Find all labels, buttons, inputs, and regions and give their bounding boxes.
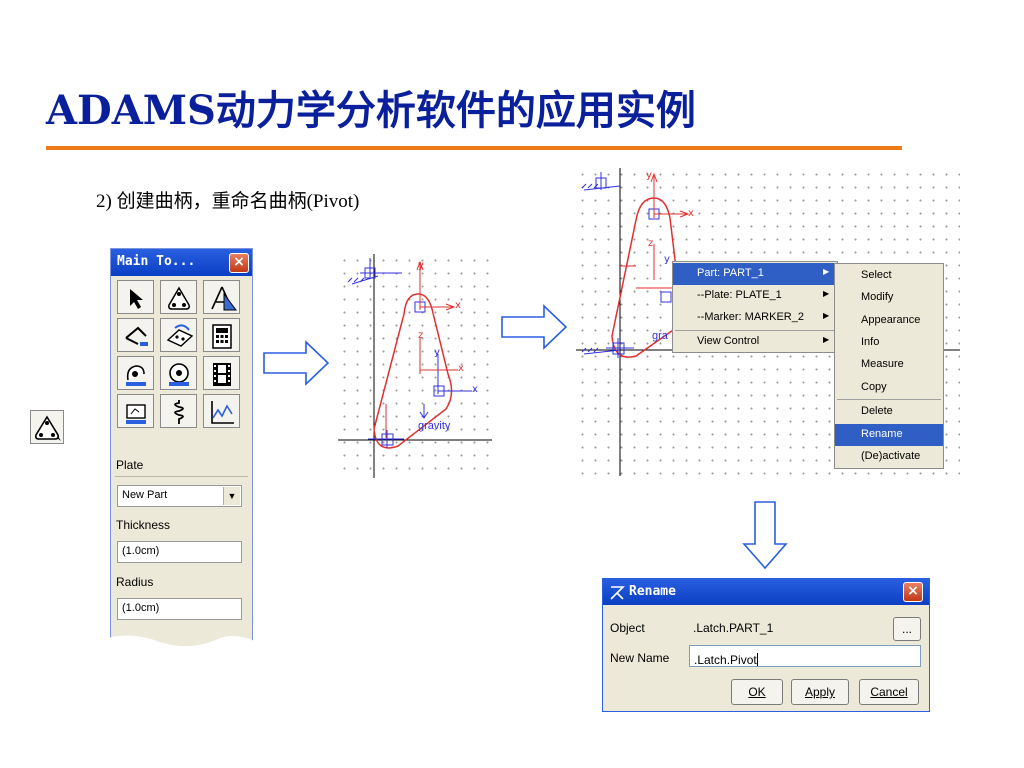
z-axis-label: z (648, 238, 654, 249)
y-axis-label: y (434, 347, 440, 358)
calculator-icon (212, 324, 232, 349)
menu-item-delete[interactable]: Delete (861, 405, 893, 417)
y-axis-label: y (664, 254, 670, 265)
part-select-value: New Part (122, 489, 168, 501)
apply-button[interactable]: Apply (791, 679, 849, 705)
menu-item-rename[interactable]: Rename (835, 424, 943, 446)
thickness-label: Thickness (116, 518, 171, 532)
force-tool-button[interactable] (117, 356, 154, 390)
z-axis-label: z (418, 330, 424, 341)
toolbox-title: Main To... (117, 254, 196, 269)
toolbox-titlebar[interactable]: Main To... × (111, 249, 252, 276)
rename-titlebar[interactable]: Rename × (603, 579, 929, 605)
menu-item-part[interactable]: Part: PART_1 ▶ (673, 263, 837, 285)
calculator-tool-button[interactable] (203, 318, 240, 352)
menu-item-plate[interactable]: --Plate: PLATE_1 ▶ (697, 289, 830, 301)
y-axis-label: y (418, 260, 424, 271)
x-axis-label: x (458, 363, 464, 374)
slide-title: ADAMS动力学分析软件的应用实例 (46, 87, 696, 134)
plot-icon (211, 401, 234, 424)
x-axis-label: x (472, 384, 478, 395)
gravity-label: gravity (418, 420, 451, 432)
context-menu: Part: PART_1 ▶ --Plate: PLATE_1 ▶ --Mark… (672, 261, 838, 353)
menu-item-copy[interactable]: Copy (861, 381, 887, 393)
menu-item-modify[interactable]: Modify (861, 291, 894, 303)
section-divider (115, 476, 248, 477)
menu-item-info[interactable]: Info (861, 336, 880, 348)
force-icon (126, 365, 146, 386)
rename-title: Rename (629, 584, 676, 599)
slide-subtitle: 2) 创建曲柄，重命名曲柄(Pivot) (96, 191, 360, 212)
view-tool-button[interactable] (117, 394, 154, 428)
menu-item-marker[interactable]: --Marker: MARKER_2 ▶ (697, 311, 830, 323)
connector-tool-button[interactable] (117, 318, 154, 352)
down-arrow-icon (742, 501, 788, 570)
animation-tool-button[interactable] (203, 356, 240, 390)
object-value: .Latch.PART_1 (693, 621, 774, 635)
rename-dialog: Rename × Object .Latch.PART_1 ... New Na… (602, 578, 930, 712)
geometry-tools-icon (211, 286, 237, 311)
new-name-input[interactable]: .Latch.Pivot (689, 645, 921, 667)
spring-tool-button[interactable] (160, 394, 197, 428)
new-name-label: New Name (610, 651, 670, 665)
right-arrow-icon (263, 340, 330, 386)
chevron-right-icon: ▶ (823, 335, 830, 344)
plate-label: Plate (116, 458, 144, 472)
plate-icon (35, 415, 61, 441)
plate-tool-button-selected[interactable] (160, 280, 197, 314)
menu-item-view-control[interactable]: View Control ▶ (697, 335, 830, 347)
x-axis-label: x (688, 208, 694, 219)
spring-icon (174, 400, 184, 424)
plate-tool-button[interactable] (30, 410, 64, 444)
part-select[interactable]: New Part ▼ (117, 485, 242, 507)
adams-logo-icon (610, 586, 625, 600)
y-axis-label: y (646, 170, 652, 181)
cancel-button[interactable]: Cancel (859, 679, 919, 705)
main-toolbox-window: Main To... × (110, 248, 253, 664)
browse-button[interactable]: ... (893, 617, 921, 641)
text-cursor (756, 653, 758, 666)
animation-icon (213, 363, 231, 386)
menu-separator (675, 330, 835, 331)
plate-icon (168, 286, 190, 310)
right-arrow-icon (501, 304, 568, 350)
chevron-right-icon: ▶ (823, 311, 830, 320)
toolbox-close-button[interactable]: × (229, 253, 249, 273)
ok-button[interactable]: OK (731, 679, 783, 705)
torn-edge-decoration (100, 635, 260, 680)
part-submenu: Select Modify Appearance Info Measure Co… (834, 263, 944, 469)
plate-sketch (338, 254, 492, 478)
radius-label: Radius (116, 575, 154, 589)
title-underline (46, 146, 902, 150)
gravity-label: gra (652, 330, 668, 342)
select-arrow-icon (130, 289, 143, 309)
measure-tool-button[interactable] (160, 356, 197, 390)
motion-icon (166, 324, 194, 347)
view-icon (126, 404, 146, 424)
connector-icon (125, 326, 148, 346)
thickness-field[interactable]: (1.0cm) (117, 541, 242, 563)
motion-tool-button[interactable] (160, 318, 197, 352)
chevron-down-icon[interactable]: ▼ (223, 487, 240, 505)
geometry-tools-button[interactable] (203, 280, 240, 314)
chevron-right-icon: ▶ (823, 267, 830, 276)
x-axis-label: x (455, 300, 461, 311)
menu-separator (837, 399, 941, 400)
radius-field[interactable]: (1.0cm) (117, 598, 242, 620)
menu-item-measure[interactable]: Measure (861, 358, 904, 370)
rename-close-button[interactable]: × (903, 582, 923, 602)
model-canvas-1[interactable]: y x z y x x gravity (338, 254, 492, 478)
menu-item-deactivate[interactable]: (De)activate (861, 450, 921, 462)
plot-tool-button[interactable] (203, 394, 240, 428)
select-tool-button[interactable] (117, 280, 154, 314)
measure-icon (169, 363, 189, 386)
menu-item-appearance[interactable]: Appearance (861, 314, 921, 326)
object-label: Object (610, 621, 645, 635)
chevron-right-icon: ▶ (823, 289, 830, 298)
new-name-value: .Latch.Pivot (694, 653, 757, 667)
menu-item-select[interactable]: Select (861, 269, 892, 281)
